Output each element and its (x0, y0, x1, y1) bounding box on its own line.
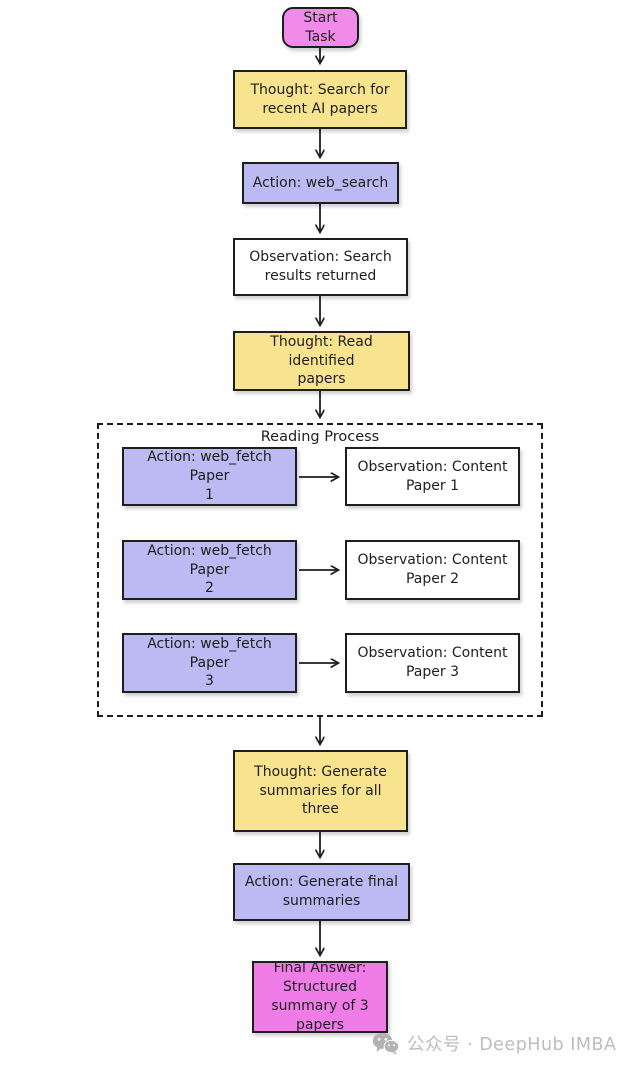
node-thought-search: Thought: Search for recent AI papers (233, 70, 407, 129)
node-action-fetch-paper-1-label: Action: web_fetch Paper 1 (147, 449, 272, 503)
node-thought-summaries: Thought: Generate summaries for all thre… (233, 750, 408, 832)
node-observation-search-label: Observation: Search results returned (249, 249, 392, 284)
node-final-answer-label: Final Answer: Structured summary of 3 pa… (271, 960, 369, 1033)
node-action-generate-label: Action: Generate final summaries (244, 874, 398, 909)
node-action-generate: Action: Generate final summaries (233, 863, 410, 921)
node-thought-read-label: Thought: Read identified papers (270, 333, 373, 388)
node-thought-search-label: Thought: Search for recent AI papers (250, 81, 390, 117)
reading-process-group: Reading Process (97, 423, 543, 717)
node-observation-search: Observation: Search results returned (233, 238, 408, 296)
node-action-fetch-paper-3-label: Action: web_fetch Paper 3 (147, 635, 272, 690)
node-observation-paper-3-label: Observation: Content Paper 3 (357, 645, 508, 680)
node-thought-summaries-label: Thought: Generate summaries for all thre… (254, 763, 387, 818)
node-thought-read: Thought: Read identified papers (233, 331, 410, 391)
node-action-fetch-paper-2: Action: web_fetch Paper 2 (122, 540, 297, 600)
node-observation-paper-2: Observation: Content Paper 2 (345, 540, 520, 600)
node-observation-paper-1: Observation: Content Paper 1 (345, 447, 520, 506)
reading-process-title: Reading Process (260, 429, 380, 445)
node-observation-paper-1-label: Observation: Content Paper 1 (357, 458, 508, 494)
node-action-fetch-paper-2-label: Action: web_fetch Paper 2 (147, 542, 272, 597)
node-action-fetch-paper-1: Action: web_fetch Paper 1 (122, 447, 297, 506)
node-action-fetch-paper-3: Action: web_fetch Paper 3 (122, 633, 297, 693)
node-observation-paper-3: Observation: Content Paper 3 (345, 633, 520, 693)
node-final-answer: Final Answer: Structured summary of 3 pa… (252, 960, 388, 1033)
node-action-web-search-label: Action: web_search (252, 174, 389, 191)
wechat-icon (372, 1032, 399, 1055)
node-start-task: Start Task (282, 7, 359, 48)
node-action-web-search: Action: web_search (242, 162, 399, 204)
watermark: 公众号 · DeepHub IMBA (372, 1031, 616, 1056)
node-observation-paper-2-label: Observation: Content Paper 2 (357, 552, 508, 587)
node-start-task-label: Start Task (303, 9, 338, 45)
watermark-label: 公众号 · DeepHub IMBA (407, 1035, 617, 1055)
